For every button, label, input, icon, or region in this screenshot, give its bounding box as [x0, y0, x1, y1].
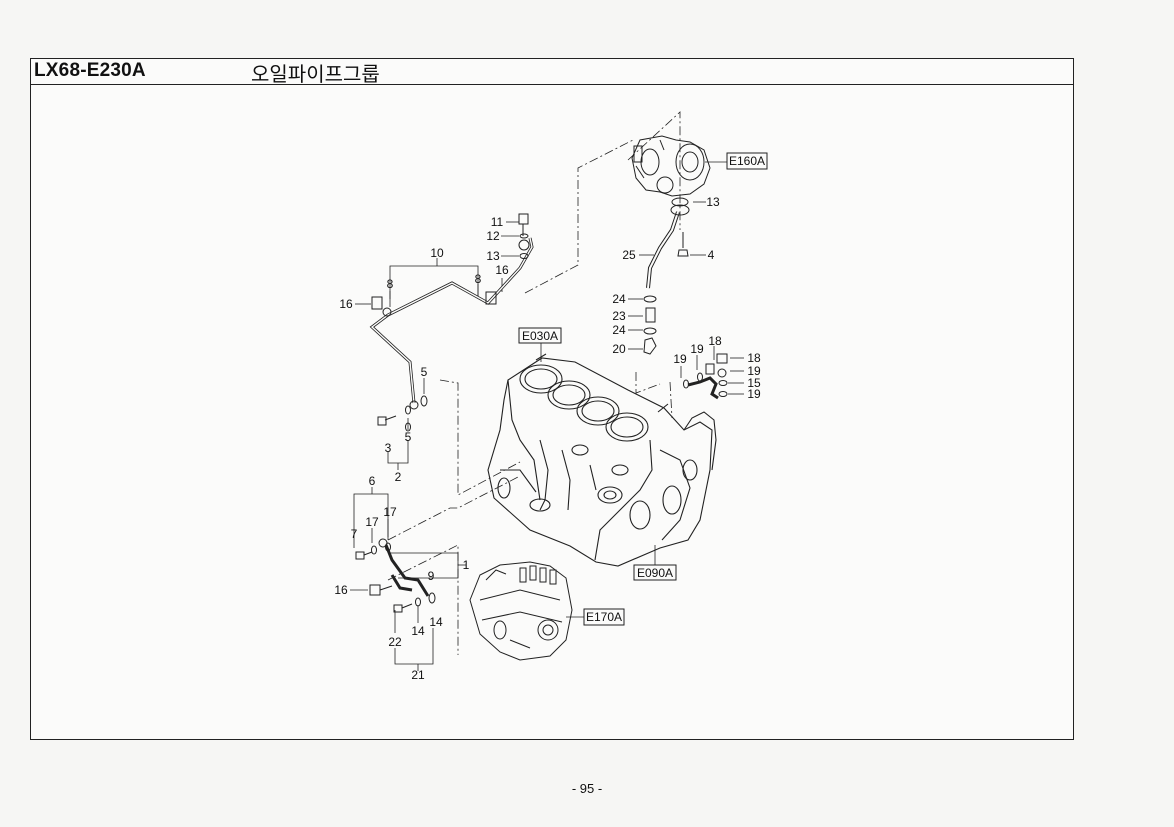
- oil-pipe-15: [683, 353, 728, 400]
- callout-24: 24: [612, 292, 626, 306]
- callout-14: 14: [429, 615, 443, 629]
- oil-pipe-10: [369, 237, 534, 404]
- callout-12: 12: [486, 229, 500, 243]
- ref-label-pump: E170A: [586, 610, 622, 624]
- callout-17: 17: [365, 515, 379, 529]
- callout-15: 15: [747, 376, 761, 390]
- callout-17: 17: [383, 505, 397, 519]
- group-title: 오일파이프그룹: [251, 62, 380, 86]
- callout-8: 8: [387, 277, 394, 291]
- callout-4: 4: [708, 248, 715, 262]
- turbo-oil-pipe-25: [643, 197, 690, 355]
- callout-5: 5: [421, 365, 428, 379]
- callout-1: 1: [463, 558, 470, 572]
- callout-18: 18: [747, 351, 761, 365]
- callout-3: 3: [385, 441, 392, 455]
- callout-25: 25: [622, 248, 636, 262]
- callout-14: 14: [411, 624, 425, 638]
- callout-21: 21: [411, 668, 425, 682]
- ref-box-turbo: [726, 152, 768, 170]
- callout-24: 24: [612, 323, 626, 337]
- callout-22: 22: [388, 635, 402, 649]
- ref-box-block: [518, 327, 562, 344]
- callout-19: 19: [747, 387, 761, 401]
- header-bar: LX68-E230A 오일파이프그룹: [31, 59, 1073, 86]
- callout-18: 18: [708, 334, 722, 348]
- callout-7: 7: [351, 527, 358, 541]
- ref-box-pump: [583, 608, 625, 626]
- ref-label-block: E030A: [522, 329, 558, 343]
- turbocharger: [631, 135, 711, 197]
- callout-5: 5: [405, 430, 412, 444]
- injection-pump: [469, 561, 573, 661]
- banjo-fittings: [371, 213, 530, 432]
- callout-16: 16: [495, 263, 509, 277]
- guide-lines: [387, 111, 681, 655]
- engine-block: [487, 353, 717, 567]
- leader-lines: [350, 161, 744, 671]
- callout-11: 11: [491, 215, 504, 229]
- callout-23: 23: [612, 309, 626, 323]
- callout-9: 9: [428, 569, 435, 583]
- callout-19: 19: [673, 352, 687, 366]
- callout-6: 6: [369, 474, 376, 488]
- callout-2: 2: [395, 470, 402, 484]
- ref-label-turbo: E160A: [729, 154, 765, 168]
- ref-box-cover: [633, 564, 677, 581]
- callout-19: 19: [690, 342, 704, 356]
- group-code: LX68-E230A: [34, 60, 146, 81]
- callout-10: 10: [430, 246, 444, 260]
- callout-8: 8: [475, 272, 482, 286]
- callout-13: 13: [706, 195, 720, 209]
- oil-pipe-9: [355, 538, 436, 613]
- callout-19: 19: [747, 364, 761, 378]
- page-number: - 95 -: [571, 781, 603, 796]
- callout-16: 16: [339, 297, 353, 311]
- callout-20: 20: [612, 342, 626, 356]
- callout-13: 13: [486, 249, 500, 263]
- ref-label-cover: E090A: [637, 566, 673, 580]
- callout-16: 16: [334, 583, 348, 597]
